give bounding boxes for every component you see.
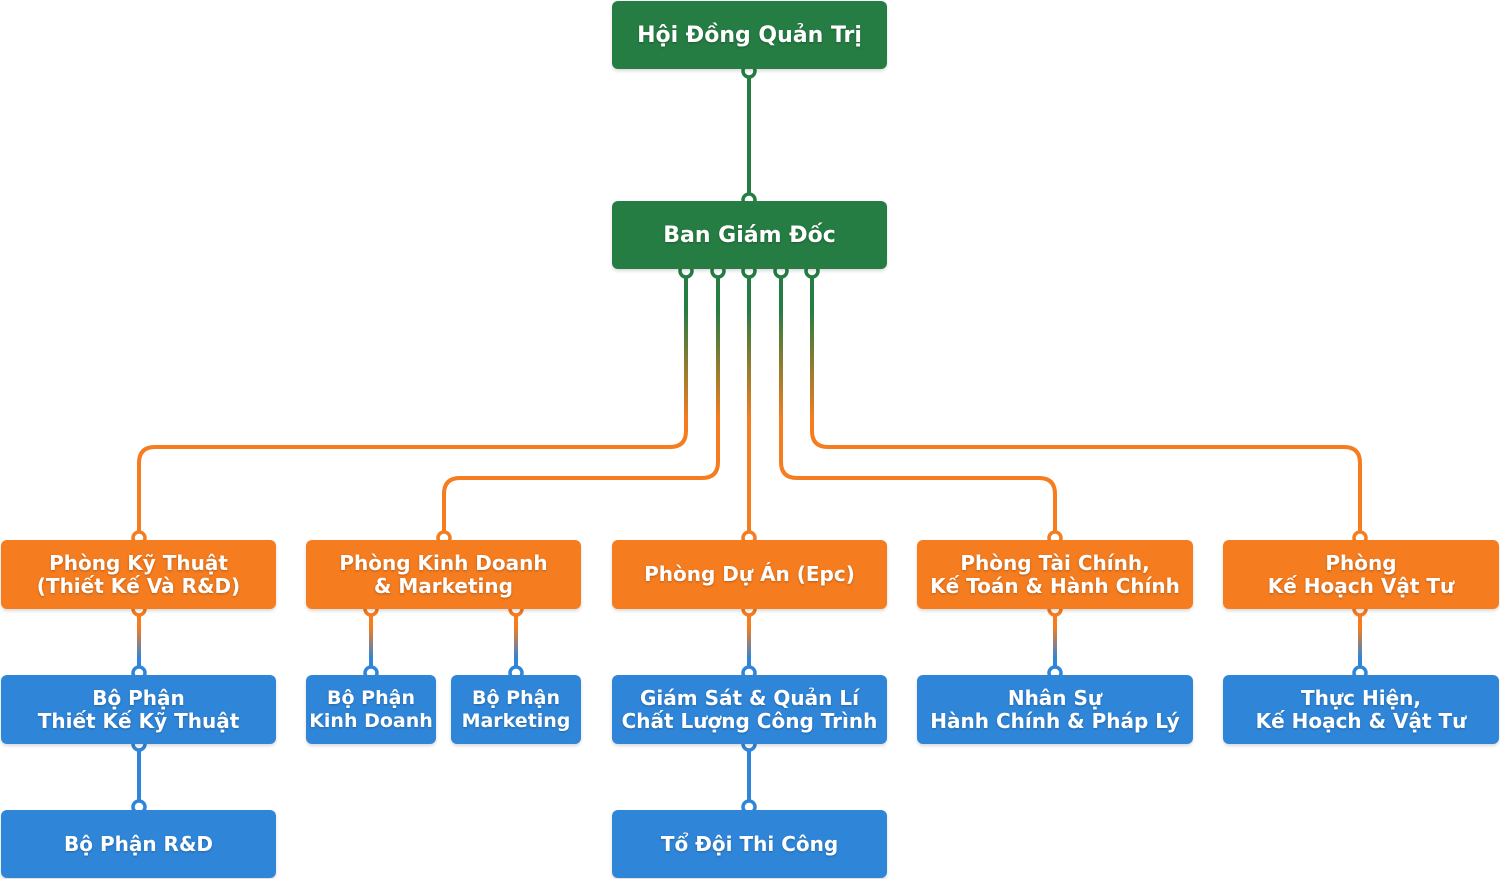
department-node-planning: Phòng Kế Hoạch Vật Tư [1223, 540, 1499, 609]
unit-node-quality-supervision: Giám Sát & Quản Lí Chất Lượng Công Trình [612, 675, 887, 744]
unit-node-hr-legal: Nhân Sự Hành Chính & Pháp Lý [917, 675, 1193, 744]
connector-directors-dept-1 [137, 271, 688, 540]
unit-node-technical-design: Bộ Phận Thiết Kế Kỹ Thuật [1, 675, 276, 744]
unit-label: Thiết Kế Kỹ Thuật [37, 708, 240, 733]
board-node: Hội Đồng Quản Trị [612, 1, 887, 69]
department-node-technical: Phòng Kỹ Thuật (Thiết Kế Và R&D) [1, 540, 276, 609]
department-node-sales-marketing: Phòng Kinh Doanh & Marketing [306, 540, 581, 609]
unit-label: Kế Hoạch & Vật Tư [1255, 708, 1467, 733]
unit-label: Bộ Phận R&D [64, 831, 213, 856]
department-label: Phòng Kinh Doanh [339, 550, 548, 575]
board-label: Hội Đồng Quản Trị [637, 22, 862, 48]
unit-node-construction-team: Tổ Đội Thi Công [612, 810, 887, 878]
unit-label: Bộ Phận [327, 686, 415, 709]
unit-label: Nhân Sự [1007, 685, 1103, 710]
unit-label: Kinh Doanh [309, 709, 433, 732]
department-node-projects: Phòng Dự Án (Epc) [612, 540, 887, 609]
connector-directors-dept-2 [442, 271, 720, 540]
department-label: Kế Hoạch Vật Tư [1267, 573, 1455, 598]
unit-label: Marketing [461, 709, 571, 732]
department-label: & Marketing [374, 573, 513, 598]
connector-directors-dept-4 [779, 271, 1057, 540]
unit-label: Tổ Đội Thi Công [660, 831, 839, 856]
unit-label: Thực Hiện, [1301, 685, 1421, 710]
unit-label: Giám Sát & Quản Lí [640, 685, 859, 710]
department-label: Phòng Tài Chính, [960, 550, 1150, 575]
unit-node-rd: Bộ Phận R&D [1, 810, 276, 878]
unit-label: Bộ Phận [472, 686, 560, 709]
department-label: (Thiết Kế Và R&D) [36, 573, 241, 598]
department-label: Phòng [1325, 550, 1397, 575]
unit-label: Bộ Phận [92, 685, 185, 710]
directors-label: Ban Giám Đốc [663, 222, 836, 248]
unit-label: Hành Chính & Pháp Lý [930, 708, 1180, 733]
department-label: Phòng Kỹ Thuật [49, 550, 228, 575]
directors-node: Ban Giám Đốc [612, 201, 887, 269]
department-node-finance: Phòng Tài Chính, Kế Toán & Hành Chính [917, 540, 1193, 609]
department-label: Phòng Dự Án (Epc) [644, 562, 855, 586]
unit-node-planning-supplies: Thực Hiện, Kế Hoạch & Vật Tư [1223, 675, 1499, 744]
unit-node-sales: Bộ Phận Kinh Doanh [306, 675, 436, 744]
department-label: Kế Toán & Hành Chính [930, 573, 1180, 598]
connector-directors-dept-5 [810, 271, 1362, 540]
unit-label: Chất Lượng Công Trình [621, 708, 878, 733]
unit-node-marketing: Bộ Phận Marketing [451, 675, 581, 744]
